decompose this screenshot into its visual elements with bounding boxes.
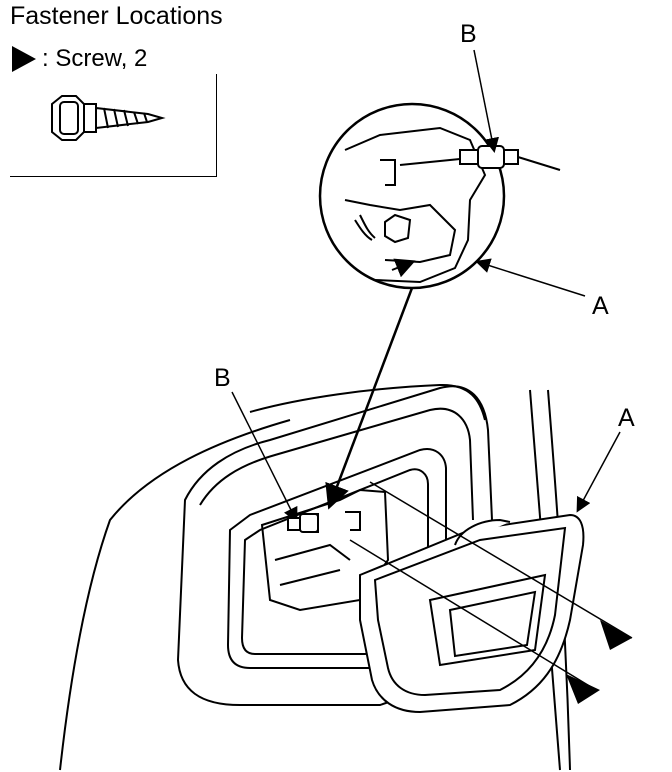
screw-arrows	[566, 620, 632, 704]
screw-icon	[51, 95, 166, 141]
detail-circle	[318, 102, 561, 290]
fastener-legend: : Screw, 2	[10, 44, 147, 74]
callout-b-detail: B	[460, 20, 477, 48]
screw-arrow-lower-icon	[566, 674, 600, 704]
legend-label: : Screw, 2	[42, 45, 148, 72]
screw-arrow-upper-icon	[600, 620, 632, 650]
screw-leader-lines	[349, 481, 633, 691]
legend-box	[10, 74, 217, 177]
callout-b-main: B	[214, 364, 231, 392]
detail-leader-lines	[325, 287, 414, 510]
main-cable-connector	[287, 513, 319, 533]
callout-leaders	[231, 49, 621, 523]
page-title: Fastener Locations	[10, 2, 223, 30]
screw-symbol-triangle-icon	[12, 46, 36, 72]
callout-a-detail: A	[592, 292, 609, 320]
callout-a-main: A	[618, 404, 635, 432]
